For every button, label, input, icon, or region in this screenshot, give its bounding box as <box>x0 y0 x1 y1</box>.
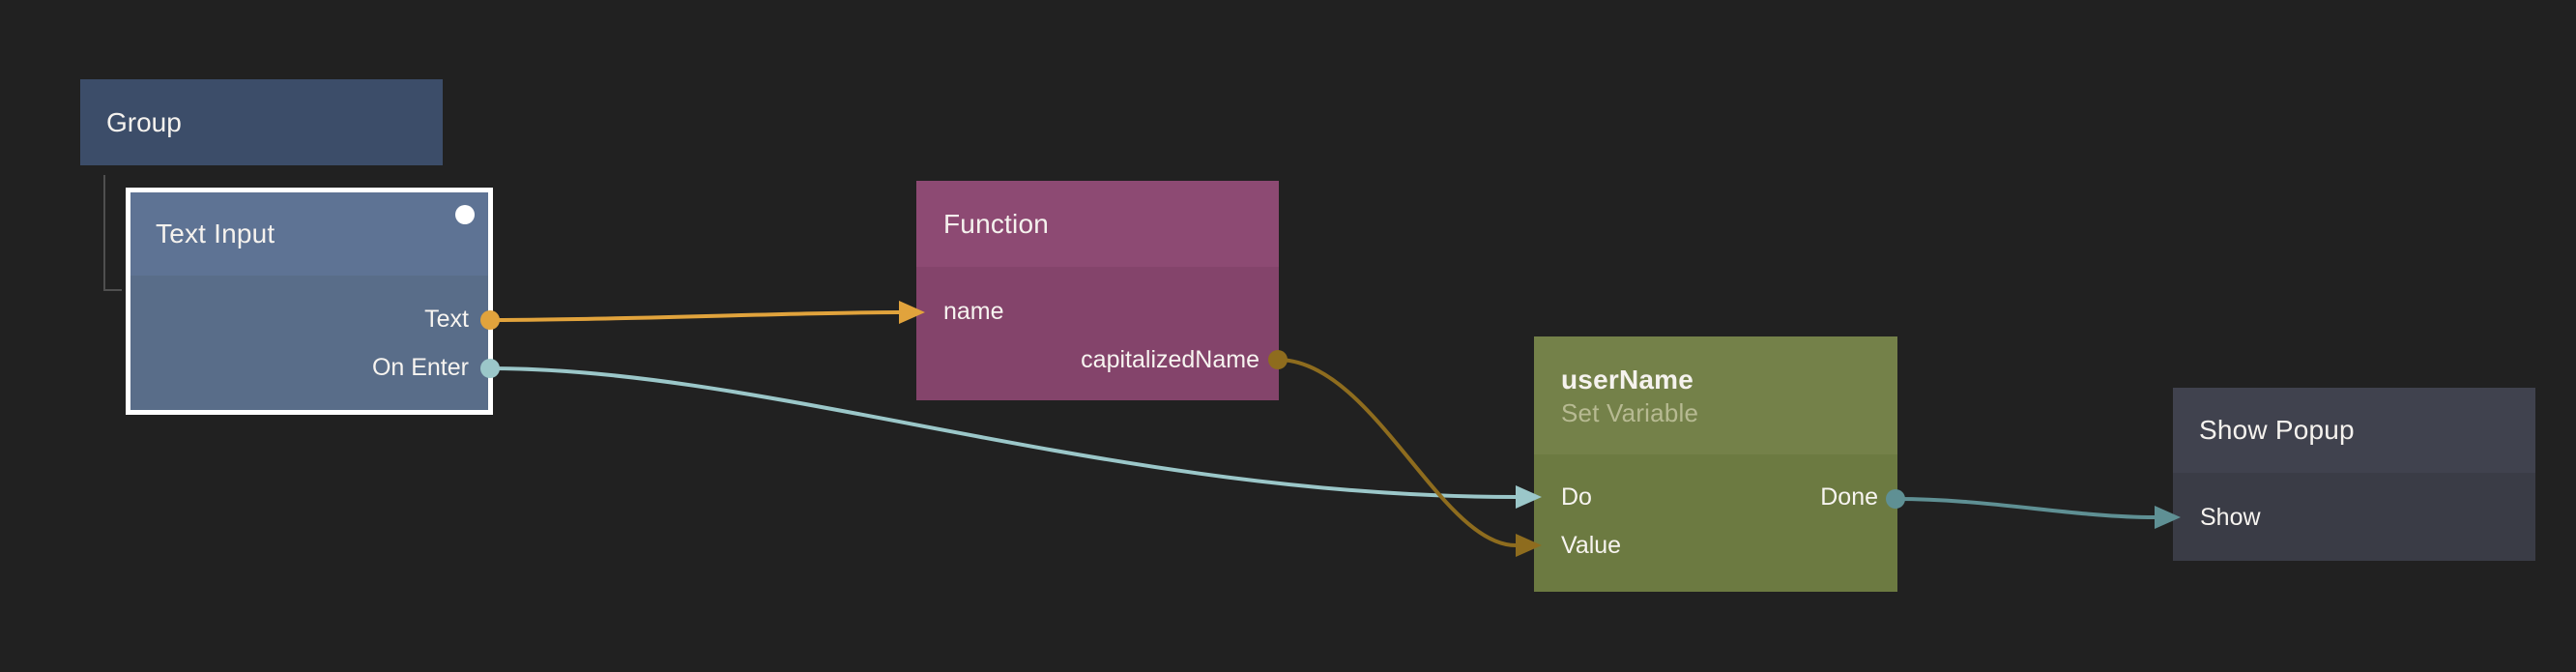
node-show-popup-title: Show Popup <box>2199 415 2355 445</box>
node-set-variable[interactable]: userName Set Variable Do Done Value <box>1534 336 1897 592</box>
node-set-variable-body: Do Done Value <box>1534 454 1897 570</box>
port-text-output[interactable]: Text <box>130 295 488 343</box>
node-set-variable-title: userName <box>1561 365 1694 394</box>
node-text-input-header[interactable]: Text Input <box>130 192 488 276</box>
selection-indicator-dot <box>455 205 475 224</box>
port-value-input[interactable]: Value <box>1534 521 1897 570</box>
node-group[interactable]: Group <box>80 79 443 165</box>
node-text-input-body: Text On Enter <box>130 276 488 392</box>
node-function-body: name capitalizedName <box>916 267 1279 384</box>
node-group-title: Group <box>106 106 182 137</box>
port-do-input-label: Do <box>1561 482 1592 511</box>
port-show-input-label: Show <box>2200 503 2261 531</box>
connection-wire-done-to-show[interactable] <box>1895 497 2156 519</box>
port-on-enter-output[interactable]: On Enter <box>130 343 488 392</box>
node-text-input[interactable]: Text Input Text On Enter <box>126 188 493 415</box>
connection-wire-text-to-name[interactable] <box>489 310 900 322</box>
node-function-header[interactable]: Function <box>916 181 1279 267</box>
node-show-popup-body: Show <box>2173 473 2535 541</box>
hierarchy-line-group-textinput <box>103 175 122 291</box>
node-set-variable-header[interactable]: userName Set Variable <box>1534 336 1897 454</box>
port-value-input-label: Value <box>1561 531 1622 559</box>
port-on-enter-output-label: On Enter <box>371 353 469 381</box>
port-capitalizedname-output[interactable]: capitalizedName <box>916 336 1279 384</box>
connection-wire-capitalizedname-to-value[interactable] <box>1277 358 1517 547</box>
port-done-output-label: Done <box>1820 482 1878 511</box>
port-text-output-label: Text <box>424 305 469 333</box>
node-set-variable-subtitle: Set Variable <box>1561 398 1699 427</box>
node-show-popup-header[interactable]: Show Popup <box>2173 388 2535 473</box>
node-function-title: Function <box>943 208 1049 239</box>
node-text-input-title: Text Input <box>156 219 275 248</box>
node-show-popup[interactable]: Show Popup Show <box>2173 388 2535 561</box>
port-name-input-label: name <box>943 297 1004 325</box>
port-show-input[interactable]: Show <box>2173 493 2535 541</box>
node-function[interactable]: Function name capitalizedName <box>916 181 1279 400</box>
port-do-done-row[interactable]: Do Done <box>1534 473 1897 521</box>
port-capitalizedname-output-label: capitalizedName <box>1081 345 1259 373</box>
port-name-input[interactable]: name <box>916 287 1279 336</box>
